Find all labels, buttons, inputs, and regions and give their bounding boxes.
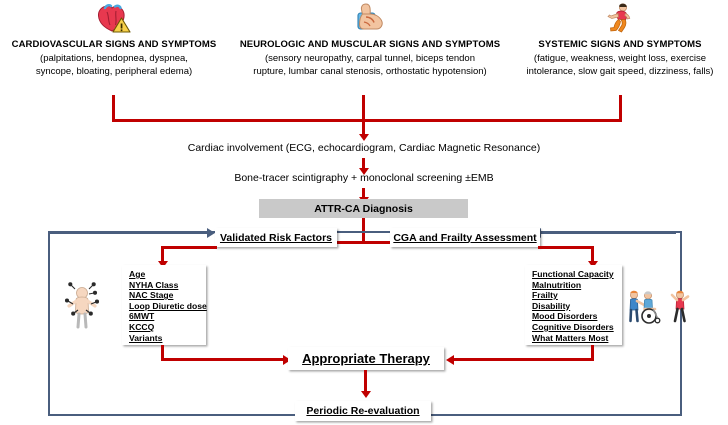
connector-left-list-down <box>161 345 164 361</box>
arrowhead-to-screening <box>358 168 369 175</box>
cga-frailty-list: Functional Capacity Malnutrition Frailty… <box>525 265 622 345</box>
symptom-title: CARDIOVASCULAR SIGNS AND SYMPTOMS <box>11 39 217 50</box>
cardiac-involvement-text: Cardiac involvement (ECG, echocardiogram… <box>187 142 541 154</box>
symptom-line: (palpitations, bendopnea, dyspnea, <box>40 53 188 64</box>
validated-risk-factors-list: Age NYHA Class NAC Stage Loop Diuretic d… <box>122 265 207 345</box>
symptom-line: (fatigue, weakness, weight loss, exercis… <box>533 53 707 64</box>
arrowhead-to-right-list <box>587 261 598 268</box>
arrowhead-left-to-therapy <box>283 354 291 365</box>
flexed-biceps-icon <box>353 2 387 34</box>
list-item: NAC Stage <box>129 290 174 301</box>
connector-right-list-to-therapy <box>452 358 594 361</box>
list-item: KCCQ <box>129 321 155 332</box>
feedback-line-left-horizontal <box>50 232 208 234</box>
periodic-reevaluation-label: Periodic Re-evaluation <box>306 405 420 417</box>
list-item: What Matters Most <box>532 332 609 343</box>
anatomical-heart-warning-icon <box>96 2 132 34</box>
connector-cga-elbow-v <box>591 246 594 263</box>
list-item: NYHA Class <box>129 279 179 290</box>
feedback-arrowhead-left <box>207 228 215 238</box>
cga-frailty-assessment-box[interactable]: CGA and Frailty Assessment <box>390 228 540 247</box>
cga-frailty-assessment-label: CGA and Frailty Assessment <box>393 231 537 244</box>
validated-risk-factors-box[interactable]: Validated Risk Factors <box>215 228 337 247</box>
connector-left-list-to-therapy <box>161 358 285 361</box>
symptom-line: (sensory neuropathy, carpal tunnel, bice… <box>264 53 475 64</box>
feedback-line-right-horizontal <box>540 232 676 234</box>
list-item: Functional Capacity <box>532 269 614 279</box>
list-item: Age <box>129 269 146 279</box>
person-pushing-wheelchair-icon <box>626 288 662 326</box>
symptom-title: SYSTEMIC SIGNS AND SYMPTOMS <box>538 39 702 50</box>
screening-text: Bone-tracer scintigraphy + monoclonal sc… <box>234 172 494 184</box>
arrowhead-right-to-therapy <box>446 354 454 365</box>
connector-symptom-bus <box>112 119 622 122</box>
connector-neuro-riser <box>362 95 365 121</box>
connector-cardio-riser <box>112 95 115 121</box>
list-item: 6MWT <box>129 311 155 322</box>
connector-cga-elbow-h <box>538 246 594 249</box>
acupuncture-body-figure-icon <box>60 282 104 330</box>
person-exercising-icon <box>667 288 693 326</box>
arrowhead-to-left-list <box>157 261 168 268</box>
periodic-reevaluation-box[interactable]: Periodic Re-evaluation <box>295 401 431 421</box>
connector-right-list-down <box>591 345 594 361</box>
list-item: Loop Diuretic dose <box>129 300 207 311</box>
list-item: Disability <box>532 300 571 311</box>
symptom-column-systemic: SYSTEMIC SIGNS AND SYMPTOMS (fatigue, we… <box>512 2 728 78</box>
validated-risk-factors-label: Validated Risk Factors <box>219 231 333 244</box>
list-item: Cognitive Disorders <box>532 321 614 332</box>
list-item: Variants <box>129 332 163 343</box>
connector-systemic-riser <box>619 95 622 121</box>
attr-ca-diagnosis-bar: ATTR-CA Diagnosis <box>259 199 468 218</box>
connector-bus-to-cardiac <box>362 119 365 136</box>
arrowhead-to-cardiac <box>358 134 369 141</box>
list-item: Mood Disorders <box>532 311 598 322</box>
connector-vrf-elbow-v <box>161 246 164 263</box>
symptom-column-neurologic: NEUROLOGIC AND MUSCULAR SIGNS AND SYMPTO… <box>228 2 512 78</box>
symptom-line: rupture, lumbar canal stenosis, orthosta… <box>253 66 487 77</box>
connector-screening-to-diagnosis <box>362 188 365 199</box>
connector-diagnosis-split <box>333 241 423 244</box>
connector-vrf-elbow-h <box>161 246 217 249</box>
symptom-title: NEUROLOGIC AND MUSCULAR SIGNS AND SYMPTO… <box>239 39 501 50</box>
connector-cardiac-to-screening <box>362 158 365 170</box>
symptom-line: intolerance, slow gait speed, dizziness,… <box>526 66 714 77</box>
list-item: Frailty <box>532 290 558 301</box>
list-item: Malnutrition <box>532 279 582 290</box>
connector-therapy-to-reeval <box>364 370 367 393</box>
attr-ca-diagnosis-label: ATTR-CA Diagnosis <box>314 202 413 215</box>
arrowhead-to-reeval <box>360 391 371 398</box>
symptom-column-cardiovascular: CARDIOVASCULAR SIGNS AND SYMPTOMS (palpi… <box>0 2 228 78</box>
running-person-icon <box>605 2 635 34</box>
symptom-line: syncope, bloating, peripheral edema) <box>35 66 193 77</box>
appropriate-therapy-box[interactable]: Appropriate Therapy <box>288 347 444 370</box>
appropriate-therapy-label: Appropriate Therapy <box>302 351 430 366</box>
